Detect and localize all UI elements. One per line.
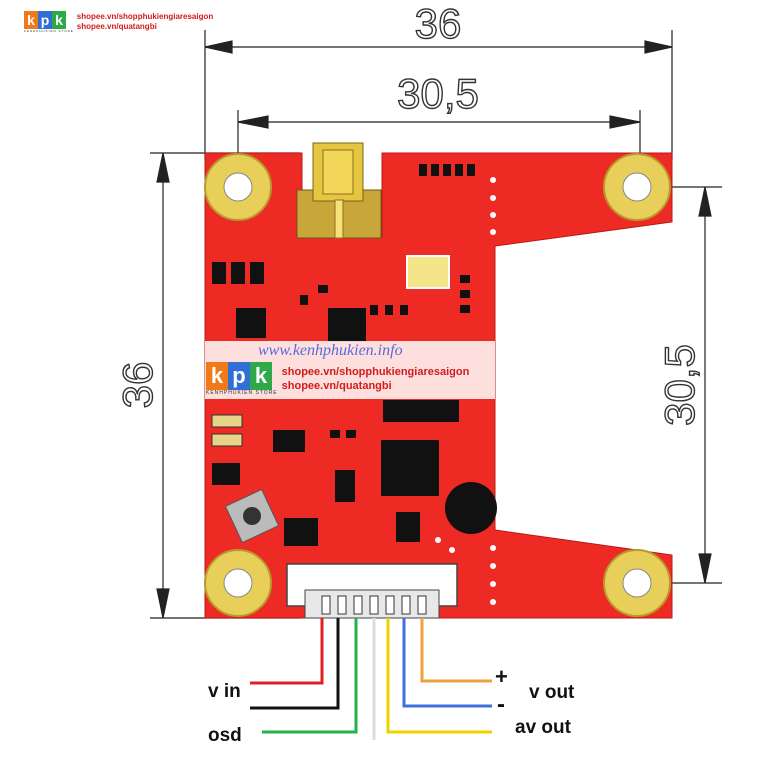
- label-v-out: v out: [529, 682, 575, 703]
- center-link-1: shopee.vn/shopphukiengiaresaigon: [281, 366, 470, 378]
- label-av-out: av out: [515, 717, 572, 738]
- dimension-height-30-5: 30,5: [640, 186, 722, 584]
- center-logo-letter-k2: k: [250, 362, 272, 390]
- dimension-height-36: 36: [113, 152, 300, 619]
- kpk-logo-top: k p k: [24, 11, 74, 29]
- center-logo-letter-k1: k: [206, 362, 228, 390]
- mount-hole-top-right: [603, 153, 671, 221]
- wire-red: [250, 618, 324, 685]
- store-text-center: KENHPHUKIEN STORE: [206, 390, 278, 396]
- kpk-logo-center: k p k: [206, 362, 278, 390]
- label-plus: +: [495, 664, 508, 689]
- antenna-connector: [296, 142, 382, 239]
- dim-height-30-5-label: 30,5: [656, 344, 703, 426]
- center-logo-letter-p: p: [228, 362, 250, 390]
- watermark-center: k p k KENHPHUKIEN STORE shopee.vn/shopph…: [206, 362, 469, 396]
- watermark-top: k p k KENHPHUKIEN STORE shopee.vn/shopph…: [24, 11, 213, 33]
- dimension-width-30-5: 30,5: [237, 69, 641, 165]
- wire-orange: [420, 618, 492, 683]
- mount-hole-top-left: [204, 153, 272, 221]
- logo-letter-k1: k: [24, 11, 38, 29]
- wires: [250, 618, 492, 740]
- wire-yellow: [386, 618, 492, 734]
- label-minus: -: [497, 691, 505, 718]
- mount-hole-bottom-left: [204, 549, 272, 617]
- wire-black: [250, 618, 340, 710]
- label-v-in: v in: [208, 681, 241, 702]
- logo-letter-p: p: [38, 11, 52, 29]
- watermark-site: www.kenhphukien.info: [258, 342, 403, 359]
- via-dots: [435, 177, 496, 605]
- dimension-width-36: 36: [204, 0, 673, 160]
- push-button: [224, 488, 280, 544]
- top-link-2: shopee.vn/quatangbi: [76, 22, 157, 31]
- dim-height-36-label: 36: [114, 362, 161, 409]
- logo-letter-k2: k: [52, 11, 66, 29]
- top-link-1: shopee.vn/shopphukiengiaresaigon: [76, 12, 214, 21]
- wire-green: [262, 618, 358, 734]
- buzzer: [445, 482, 497, 534]
- mount-hole-bottom-right: [603, 549, 671, 617]
- store-text-top: KENHPHUKIEN STORE: [24, 29, 74, 33]
- dim-width-36-label: 36: [415, 0, 462, 47]
- label-osd: osd: [208, 725, 242, 746]
- wire-connector: [286, 563, 458, 619]
- pcb-components: [211, 164, 475, 546]
- wire-blue: [402, 618, 492, 708]
- center-link-2: shopee.vn/quatangbi: [281, 380, 392, 392]
- dim-width-30-5-label: 30,5: [397, 70, 479, 117]
